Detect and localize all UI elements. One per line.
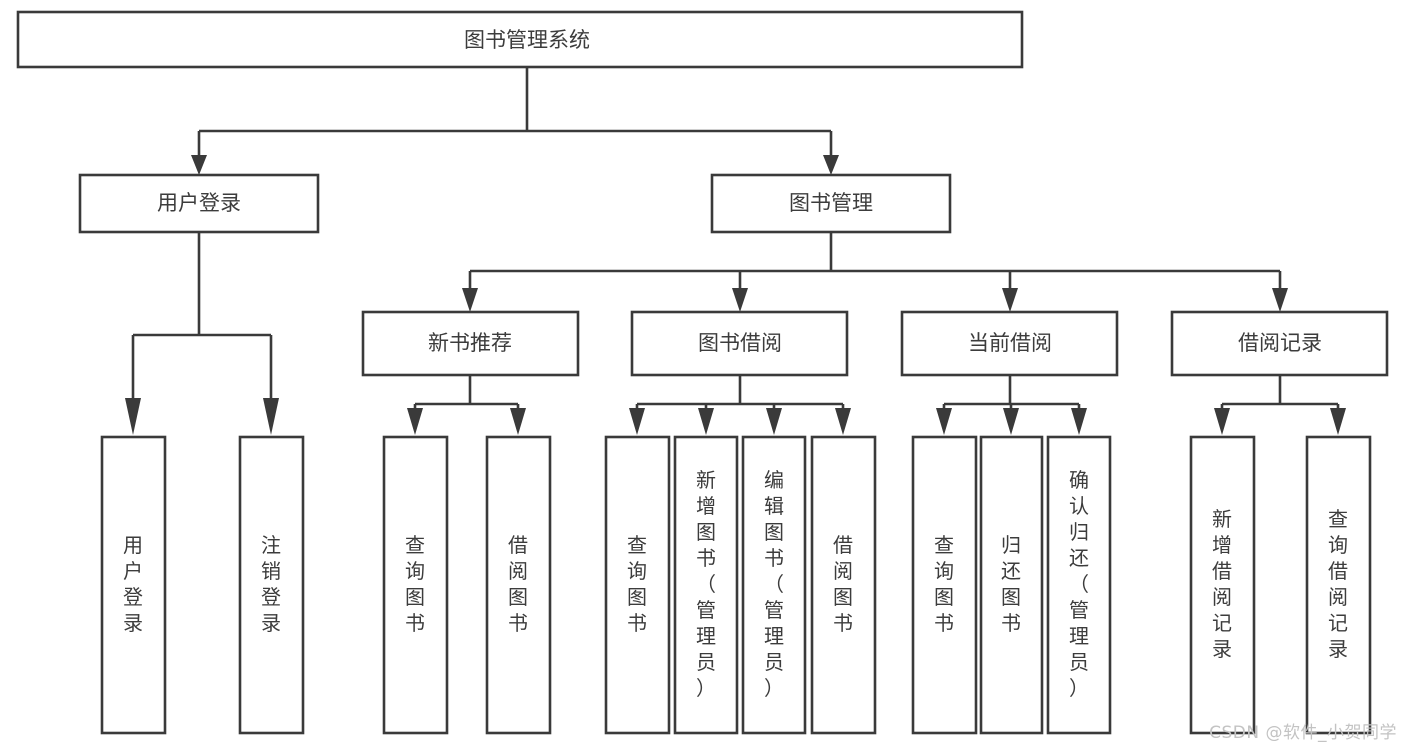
node-leaf8-box[interactable]	[810, 435, 877, 735]
node-leaf8[interactable]: 借阅图书	[810, 435, 877, 735]
node-leaf13[interactable]: 查询借阅记录	[1305, 435, 1372, 735]
node-leaf3[interactable]: 查询图书	[382, 435, 449, 735]
node-borrow[interactable]: 图书借阅	[630, 310, 849, 377]
node-current[interactable]: 当前借阅	[900, 310, 1119, 377]
arrow-head-leaf12	[1214, 408, 1230, 435]
node-bookmgmt[interactable]: 图书管理	[710, 173, 952, 234]
node-bookmgmt-box[interactable]	[710, 173, 952, 234]
node-newbook-label: 新书推荐	[428, 331, 512, 355]
arrow-head-bookmgmt	[823, 155, 839, 175]
node-records[interactable]: 借阅记录	[1170, 310, 1389, 377]
node-leaf7[interactable]: 编辑图书（管理员）	[741, 435, 807, 735]
node-leaf1[interactable]: 用户登录	[100, 435, 167, 735]
node-login-label: 用户登录	[157, 191, 241, 215]
node-current-box[interactable]	[900, 310, 1119, 377]
connector-group-borrow	[629, 375, 851, 435]
arrow-head-login	[191, 155, 207, 175]
node-borrow-box[interactable]	[630, 310, 849, 377]
arrow-head-leaf3	[407, 408, 423, 435]
node-borrow-label: 图书借阅	[698, 331, 782, 355]
node-leaf11[interactable]: 确认归还（管理员）	[1046, 435, 1112, 735]
watermark-label: CSDN @软件_小贺同学	[1209, 723, 1397, 743]
node-leaf5[interactable]: 查询图书	[604, 435, 671, 735]
node-leaf4-box[interactable]	[485, 435, 552, 735]
node-leaf2-box[interactable]	[238, 435, 305, 735]
node-leaf12[interactable]: 新增借阅记录	[1189, 435, 1256, 735]
node-newbook[interactable]: 新书推荐	[361, 310, 580, 377]
node-bookmgmt-label: 图书管理	[789, 191, 873, 215]
node-root[interactable]: 图书管理系统	[16, 10, 1024, 69]
node-login[interactable]: 用户登录	[78, 173, 320, 234]
node-records-box[interactable]	[1170, 310, 1389, 377]
node-leaf3-label: 查询图书	[405, 533, 425, 635]
node-leaf11-label: 确认归还（管理员）	[1069, 468, 1089, 700]
node-leaf4[interactable]: 借阅图书	[485, 435, 552, 735]
node-leaf7-label: 编辑图书（管理员）	[764, 468, 784, 700]
arrow-head-leaf10	[1003, 408, 1019, 435]
arrow-head-leaf2	[263, 398, 279, 435]
arrow-head-leaf6	[698, 408, 714, 435]
connector-group-login	[125, 232, 279, 435]
node-leaf9-label: 查询图书	[934, 533, 954, 635]
arrow-head-leaf13	[1330, 408, 1346, 435]
node-root-box[interactable]	[16, 10, 1024, 69]
node-leaf2[interactable]: 注销登录	[238, 435, 305, 735]
node-current-label: 当前借阅	[968, 331, 1052, 355]
node-leaf6-label: 新增图书（管理员）	[696, 468, 716, 700]
arrow-head-leaf9	[936, 408, 952, 435]
node-leaf10-box[interactable]	[979, 435, 1044, 735]
node-leaf1-box[interactable]	[100, 435, 167, 735]
arrow-head-records	[1272, 288, 1288, 312]
node-leaf2-label: 注销登录	[261, 533, 281, 635]
arrow-head-leaf7	[766, 408, 782, 435]
arrow-head-leaf8	[835, 408, 851, 435]
node-leaf6[interactable]: 新增图书（管理员）	[673, 435, 739, 735]
node-leaf12-label: 新增借阅记录	[1212, 507, 1232, 661]
connector-group-bookmgmt	[462, 232, 1288, 312]
node-leaf13-box[interactable]	[1305, 435, 1372, 735]
arrow-head-leaf4	[510, 408, 526, 435]
node-login-box[interactable]	[78, 173, 320, 234]
node-leaf7-box[interactable]	[741, 435, 807, 735]
node-leaf11-box[interactable]	[1046, 435, 1112, 735]
node-leaf3-box[interactable]	[382, 435, 449, 735]
node-leaf10-label: 归还图书	[1001, 533, 1021, 635]
node-leaf5-label: 查询图书	[627, 533, 647, 635]
connector-group-current	[936, 375, 1087, 435]
arrow-head-leaf11	[1071, 408, 1087, 435]
node-leaf8-label: 借阅图书	[833, 533, 853, 635]
arrow-head-leaf1	[125, 398, 141, 435]
connector-group-newbook	[407, 375, 526, 435]
node-leaf9-box[interactable]	[911, 435, 978, 735]
node-leaf5-box[interactable]	[604, 435, 671, 735]
connector-group-root	[191, 67, 839, 175]
node-records-label: 借阅记录	[1238, 331, 1322, 355]
node-root-label: 图书管理系统	[464, 28, 590, 52]
node-leaf9[interactable]: 查询图书	[911, 435, 978, 735]
node-leaf6-box[interactable]	[673, 435, 739, 735]
node-leaf10[interactable]: 归还图书	[979, 435, 1044, 735]
node-leaf12-box[interactable]	[1189, 435, 1256, 735]
node-leaf1-label: 用户登录	[123, 533, 143, 635]
arrow-head-current	[1002, 288, 1018, 312]
arrow-head-newbook	[462, 288, 478, 312]
arrow-head-leaf5	[629, 408, 645, 435]
node-newbook-box[interactable]	[361, 310, 580, 377]
connector-group-records	[1214, 375, 1346, 435]
node-leaf13-label: 查询借阅记录	[1328, 507, 1348, 661]
arrow-head-borrow	[732, 288, 748, 312]
node-leaf4-label: 借阅图书	[508, 533, 528, 635]
